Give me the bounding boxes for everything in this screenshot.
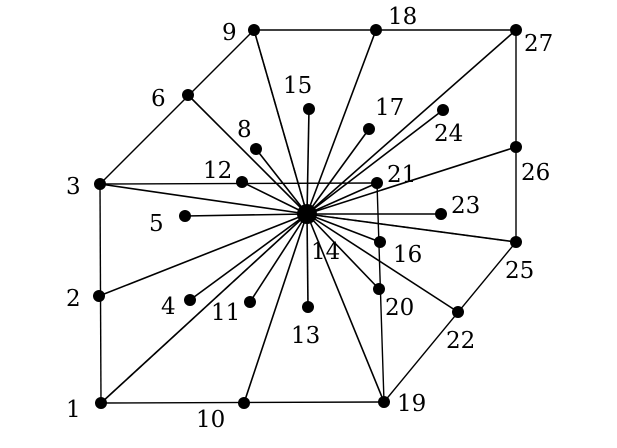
node-10	[238, 397, 250, 409]
node-1	[95, 397, 107, 409]
node-19	[378, 396, 390, 408]
node-label-25: 25	[505, 258, 534, 284]
node-label-8: 8	[237, 117, 252, 143]
node-21	[371, 177, 383, 189]
spoke-14-22	[306, 213, 459, 313]
node-3	[94, 178, 106, 190]
node-9	[248, 24, 260, 36]
node-label-13: 13	[291, 323, 320, 349]
node-label-12: 12	[203, 158, 232, 184]
node-12	[236, 176, 248, 188]
spoke-14-17	[306, 128, 370, 215]
node-label-16: 16	[393, 242, 422, 268]
spoke-14-9	[253, 29, 308, 215]
node-4	[184, 294, 196, 306]
node-label-11: 11	[211, 300, 240, 326]
node-label-15: 15	[283, 73, 312, 99]
node-6	[182, 89, 194, 101]
spoke-14-5	[184, 213, 308, 217]
node-16	[374, 236, 386, 248]
node-label-5: 5	[149, 211, 164, 237]
edge-3-9	[99, 29, 255, 185]
node-label-20: 20	[385, 295, 414, 321]
node-2	[93, 290, 105, 302]
node-label-1: 1	[66, 397, 81, 423]
node-label-18: 18	[388, 4, 417, 30]
node-25	[510, 236, 522, 248]
node-14	[297, 204, 317, 224]
spoke-14-18	[306, 29, 377, 215]
nodes-layer	[93, 24, 522, 409]
spoke-14-21	[306, 182, 378, 215]
spoke-14-1	[100, 213, 308, 404]
node-5	[179, 210, 191, 222]
node-20	[373, 283, 385, 295]
node-24	[437, 104, 449, 116]
spoke-14-26	[306, 146, 517, 215]
spoke-14-3	[99, 183, 308, 215]
spoke-14-13	[306, 213, 309, 308]
node-label-3: 3	[66, 174, 81, 200]
node-label-22: 22	[446, 328, 475, 354]
node-label-27: 27	[524, 31, 553, 57]
spoke-14-6	[187, 94, 308, 215]
node-label-14: 14	[311, 239, 340, 265]
node-label-10: 10	[196, 407, 225, 433]
spoke-14-25	[306, 213, 517, 243]
node-label-26: 26	[521, 160, 550, 186]
node-11	[244, 296, 256, 308]
spoke-14-27	[306, 29, 517, 215]
spokes-layer	[98, 29, 517, 404]
node-15	[303, 103, 315, 115]
spoke-14-12	[241, 181, 308, 215]
spoke-14-19	[306, 213, 385, 403]
node-8	[250, 143, 262, 155]
spoke-14-15	[306, 108, 310, 215]
spoke-14-8	[255, 148, 308, 215]
spoke-14-24	[306, 109, 444, 215]
spoke-14-11	[249, 213, 308, 303]
node-22	[452, 306, 464, 318]
node-label-24: 24	[434, 121, 463, 147]
node-label-2: 2	[66, 286, 81, 312]
node-label-21: 21	[387, 162, 416, 188]
node-label-4: 4	[161, 294, 176, 320]
spoke-14-4	[189, 213, 308, 301]
spoke-14-16	[306, 213, 381, 243]
edge-25-19	[383, 241, 517, 403]
node-13	[302, 301, 314, 313]
spoke-14-2	[98, 213, 308, 297]
node-label-19: 19	[397, 391, 426, 417]
node-label-23: 23	[451, 193, 480, 219]
spoke-14-10	[243, 213, 308, 404]
node-label-17: 17	[375, 95, 404, 121]
node-17	[363, 123, 375, 135]
node-label-9: 9	[222, 20, 237, 46]
node-label-6: 6	[151, 86, 166, 112]
node-27	[510, 24, 522, 36]
labels-layer: 1234568910111213141516171819202122232425…	[66, 4, 553, 433]
spoke-14-20	[306, 213, 380, 290]
node-23	[435, 208, 447, 220]
node-18	[370, 24, 382, 36]
node-26	[510, 141, 522, 153]
